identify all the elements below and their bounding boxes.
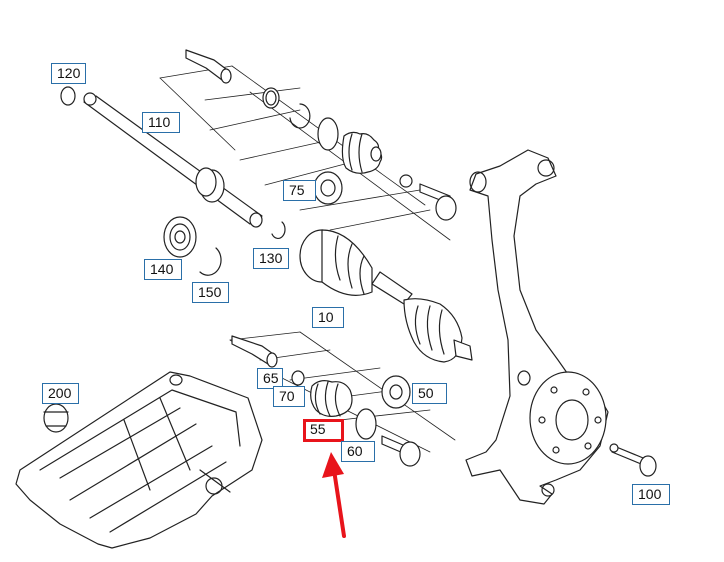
steering-knuckle xyxy=(465,149,609,505)
plug-200 xyxy=(43,403,69,433)
ring-120 xyxy=(60,86,76,106)
boot-55 xyxy=(310,380,353,417)
drive-shaft-10 xyxy=(299,229,473,363)
pin-top xyxy=(185,49,232,84)
intermediate-shaft-110 xyxy=(83,92,263,228)
part-label-70[interactable]: 70 xyxy=(273,386,305,407)
bolt-upper xyxy=(419,183,457,221)
part-label-150[interactable]: 150 xyxy=(192,282,229,303)
part-label-55-highlighted[interactable]: 55 xyxy=(303,419,344,442)
part-label-130[interactable]: 130 xyxy=(253,248,289,269)
part-label-120[interactable]: 120 xyxy=(51,63,86,84)
clamp-75 xyxy=(313,171,343,205)
circlip-130 xyxy=(271,221,286,239)
part-label-140[interactable]: 140 xyxy=(144,259,182,280)
leader-lines-upper xyxy=(159,65,451,241)
part-label-60[interactable]: 60 xyxy=(341,441,375,462)
part-label-200[interactable]: 200 xyxy=(42,383,79,404)
bearing-140 xyxy=(163,216,197,258)
nut-upper xyxy=(399,174,413,188)
part-label-75[interactable]: 75 xyxy=(283,180,316,201)
pin-lower xyxy=(231,335,278,368)
bolt-100 xyxy=(609,443,657,477)
boot-upper xyxy=(341,131,383,174)
oil-pan xyxy=(15,371,263,549)
red-arrow-indicator xyxy=(322,452,346,538)
part-label-10[interactable]: 10 xyxy=(312,307,344,328)
ring-60 xyxy=(355,408,377,440)
part-label-100[interactable]: 100 xyxy=(632,484,670,505)
part-label-50[interactable]: 50 xyxy=(412,383,447,404)
part-label-110[interactable]: 110 xyxy=(142,112,180,133)
circlip-upper xyxy=(289,103,311,129)
circlip-150 xyxy=(199,247,222,276)
clamp-50 xyxy=(381,375,411,409)
ring-upper-b xyxy=(317,117,339,151)
bolt-lower xyxy=(381,435,421,467)
part-label-65[interactable]: 65 xyxy=(257,368,283,389)
ring-70 xyxy=(291,370,305,386)
